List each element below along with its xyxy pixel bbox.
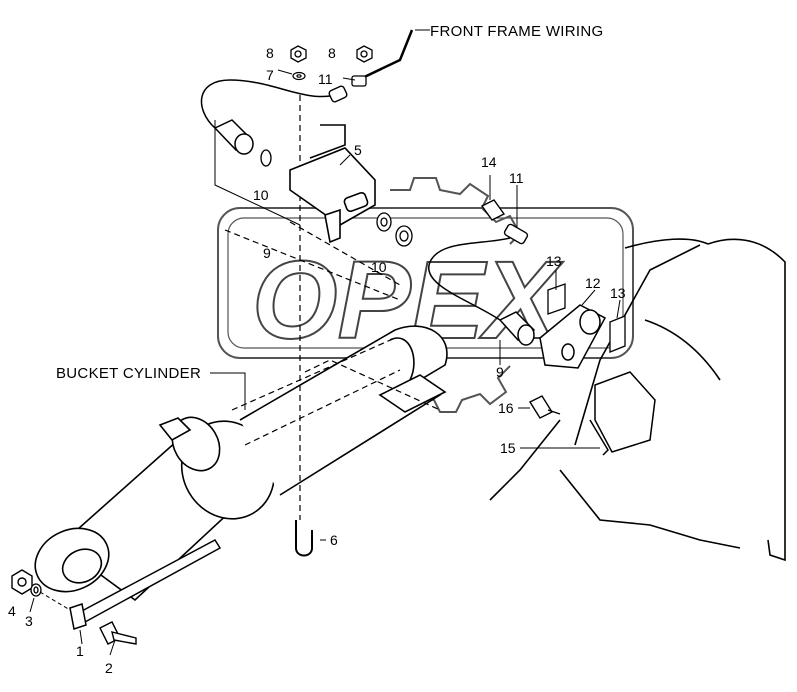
callout-10-lower: 10 — [371, 259, 387, 275]
sensor-cable-lower — [427, 237, 511, 321]
fitting-14 — [480, 199, 506, 221]
bracket-12 — [539, 304, 607, 369]
callout-16: 16 — [498, 400, 514, 416]
connector-upper — [328, 85, 348, 103]
nut-8-left — [290, 45, 307, 63]
connector-11-top — [351, 75, 367, 87]
u-bolt — [295, 520, 313, 557]
callout-15: 15 — [500, 440, 516, 456]
watermark-gear-top — [390, 177, 522, 245]
label-bucket-cylinder: BUCKET CYLINDER — [56, 365, 201, 382]
callout-10-upper: 10 — [253, 187, 269, 203]
callout-8-left: 8 — [266, 45, 274, 61]
proximity-switch-lower — [498, 311, 536, 346]
callout-4: 4 — [8, 603, 16, 619]
proximity-switch-upper — [213, 119, 254, 155]
switch-bracket — [289, 124, 376, 244]
callout-13-left: 13 — [546, 253, 562, 269]
callout-6: 6 — [330, 532, 338, 548]
callout-11-top: 11 — [318, 71, 333, 87]
hydraulic-fitting — [158, 417, 192, 442]
callout-5: 5 — [354, 142, 362, 158]
callout-3: 3 — [25, 613, 33, 629]
bracket-1 — [69, 603, 87, 630]
callout-1: 1 — [76, 643, 84, 659]
washer-10-lower — [376, 212, 413, 247]
bolt — [99, 621, 137, 645]
mounting-rod — [69, 539, 222, 630]
front-frame-wiring-cable — [357, 29, 414, 82]
washer-10-upper — [260, 149, 272, 167]
bolt-axis — [39, 591, 71, 611]
sensor-cable-upper — [200, 79, 331, 129]
callout-7: 7 — [266, 67, 274, 83]
cylinder-eye-bore — [61, 548, 103, 584]
bolt-16 — [528, 395, 561, 419]
label-front-frame-wiring: FRONT FRAME WIRING — [430, 23, 603, 40]
washer — [30, 583, 42, 597]
washer-7 — [292, 71, 306, 81]
bucket-cylinder — [34, 325, 448, 602]
nut — [11, 569, 33, 595]
callouts: 1 2 3 4 5 6 7 8 8 9 9 10 10 11 11 12 13 … — [8, 45, 626, 676]
callout-13-right: 13 — [610, 285, 626, 301]
callout-9-right: 9 — [496, 364, 504, 380]
callout-9-left: 9 — [263, 245, 271, 261]
connector-11-right — [503, 223, 529, 245]
shim-13 — [547, 283, 626, 353]
leader-lines — [29, 29, 621, 656]
callout-12: 12 — [585, 275, 601, 291]
leader-9a — [214, 120, 301, 226]
callout-2: 2 — [105, 660, 113, 676]
bracket-15 — [589, 371, 656, 456]
callout-11-right: 11 — [509, 170, 524, 186]
nut-8-right — [356, 45, 373, 63]
loader-frame — [489, 238, 786, 562]
callout-14: 14 — [481, 154, 497, 170]
callout-8-right: 8 — [328, 45, 336, 61]
